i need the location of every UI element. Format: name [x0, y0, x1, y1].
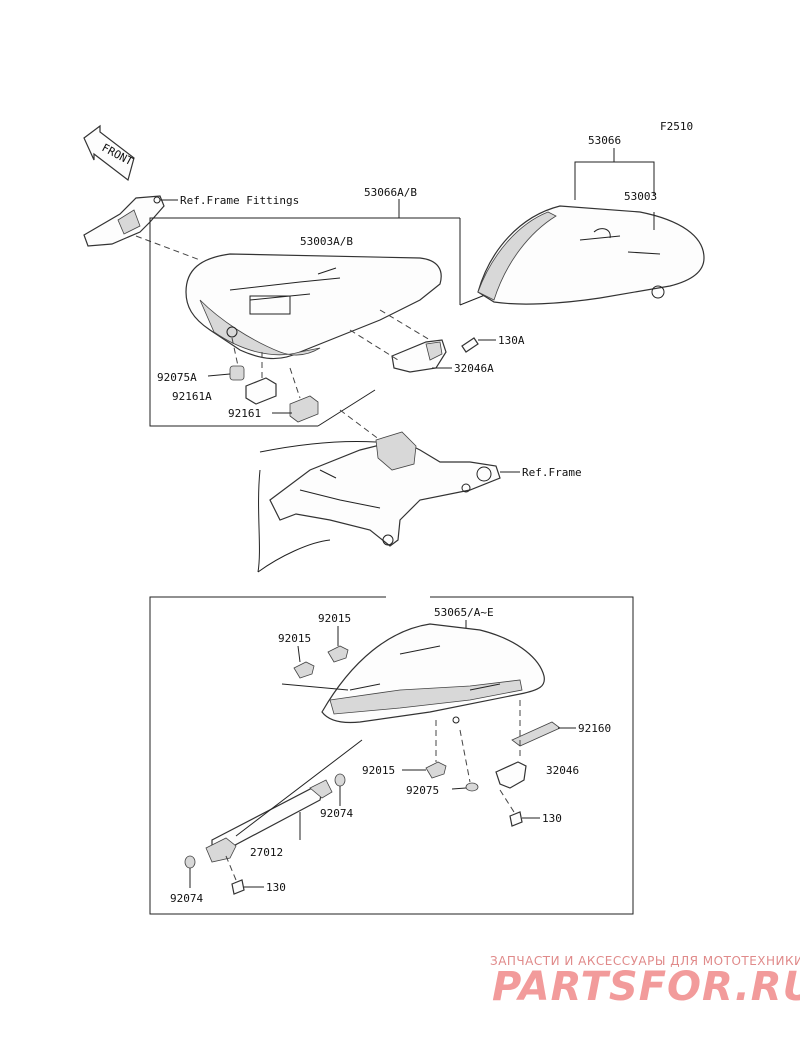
part-92074-upper: 92074	[320, 807, 353, 820]
part-92015-mid: 92015	[278, 632, 311, 645]
part-53066ab: 53066A/B	[364, 186, 417, 199]
seat-cowl-box	[149, 596, 634, 915]
part-53003ab: 53003A/B	[300, 235, 353, 248]
front-seat	[185, 253, 442, 360]
front-arrow-icon: FRONT	[83, 124, 135, 182]
damper-92075	[465, 782, 479, 792]
watermark-brand: PARTSFOR.RU	[492, 964, 800, 1010]
part-53065: 53065/A~E	[434, 606, 494, 619]
clip-92015-top-icon	[327, 645, 349, 663]
pad-92161	[289, 395, 319, 423]
seat-catch-32046a	[391, 339, 447, 373]
pad-92161a	[245, 377, 277, 405]
part-92161a: 92161A	[172, 390, 212, 403]
watermark-tagline: ЗАПЧАСТИ И АКСЕССУАРЫ ДЛЯ МОТОТЕХНИКИ	[490, 954, 800, 968]
part-92015-top: 92015	[318, 612, 351, 625]
part-92161: 92161	[228, 407, 261, 420]
clip-92015-low-icon	[425, 761, 447, 779]
part-32046: 32046	[546, 764, 579, 777]
motorcycle-frame	[257, 431, 501, 573]
part-130a: 130A	[498, 334, 525, 347]
part-130-right: 130	[542, 812, 562, 825]
bolt-130-left-icon	[231, 879, 245, 895]
part-92015-low: 92015	[362, 764, 395, 777]
rear-seat-cover	[477, 205, 705, 305]
seat-assembly-box	[149, 199, 486, 427]
seat-stay-27012	[205, 779, 333, 863]
clip-92015-mid-icon	[293, 661, 315, 679]
figure-code: F2510	[660, 120, 693, 133]
part-92074-lower: 92074	[170, 892, 203, 905]
part-92075: 92075	[406, 784, 439, 797]
part-92075a: 92075A	[157, 371, 197, 384]
damper-92074-upper	[334, 773, 346, 787]
damper-92074-lower	[184, 855, 196, 869]
part-130-left: 130	[266, 881, 286, 894]
bolt-130a-icon	[461, 337, 479, 353]
pad-92160	[511, 721, 561, 747]
part-32046a: 32046A	[454, 362, 494, 375]
seat-catch-32046	[495, 761, 527, 789]
ref-frame-fittings-label: Ref.Frame Fittings	[180, 194, 299, 207]
frame-fitting-bracket	[83, 195, 165, 247]
part-27012: 27012	[250, 846, 283, 859]
seat-cowl	[321, 623, 545, 724]
part-53066: 53066	[588, 134, 621, 147]
part-92160: 92160	[578, 722, 611, 735]
bolt-130-right-icon	[509, 811, 523, 827]
ref-frame-label: Ref.Frame	[522, 466, 582, 479]
part-53003: 53003	[624, 190, 657, 203]
damper-92075a	[229, 365, 245, 381]
